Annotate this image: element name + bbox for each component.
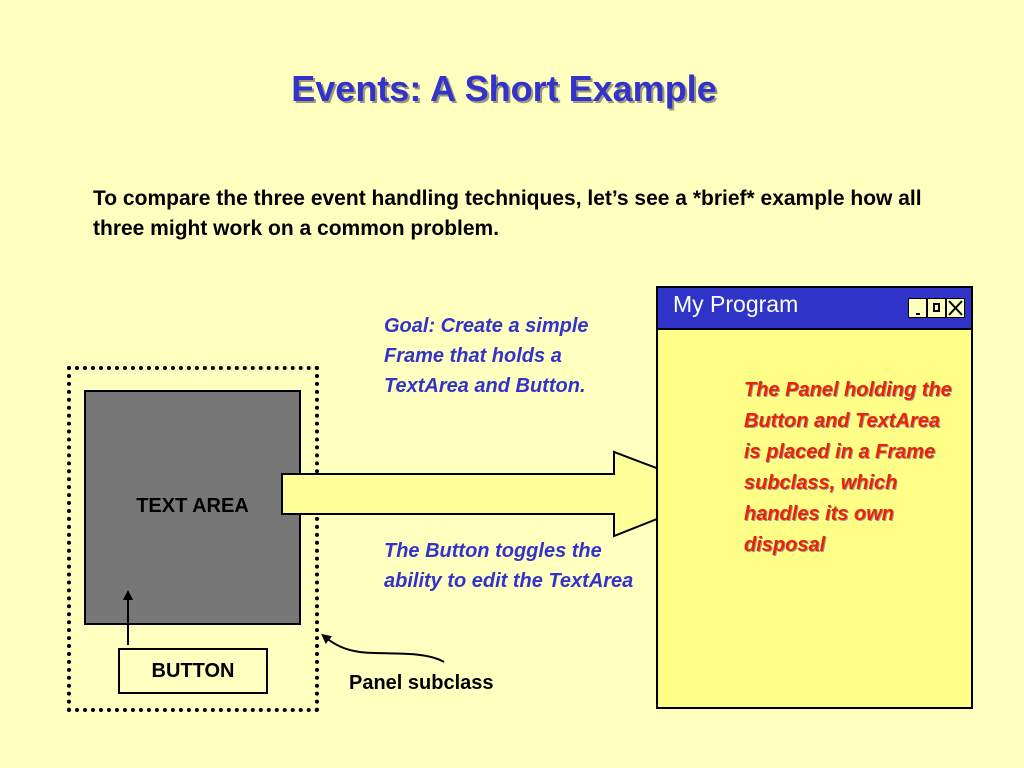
frame-description: The Panel holding the Button and TextAre… [744, 379, 952, 556]
close-icon[interactable] [946, 298, 965, 318]
goal-note: Goal: Create a simple Frame that holds a… [384, 315, 589, 397]
panel-subclass-outline [67, 366, 319, 712]
window-controls [908, 298, 966, 318]
toggle-note: The Button toggles the ability to edit t… [384, 540, 634, 592]
button-box: BUTTON [118, 648, 268, 694]
minimize-icon[interactable] [908, 298, 927, 318]
panel-subclass-label: Panel subclass [349, 672, 494, 694]
slide-title: Events: A Short Example [291, 68, 717, 109]
frame-titlebar: My Program [658, 288, 971, 330]
text-area-label: TEXT AREA [136, 495, 249, 517]
frame-title: My Program [673, 291, 799, 317]
intro-paragraph: To compare the three event handling tech… [93, 187, 922, 240]
frame-window: My Program [656, 286, 973, 709]
panel-subclass-pointer-arrow [321, 633, 445, 663]
maximize-icon[interactable] [927, 298, 946, 318]
